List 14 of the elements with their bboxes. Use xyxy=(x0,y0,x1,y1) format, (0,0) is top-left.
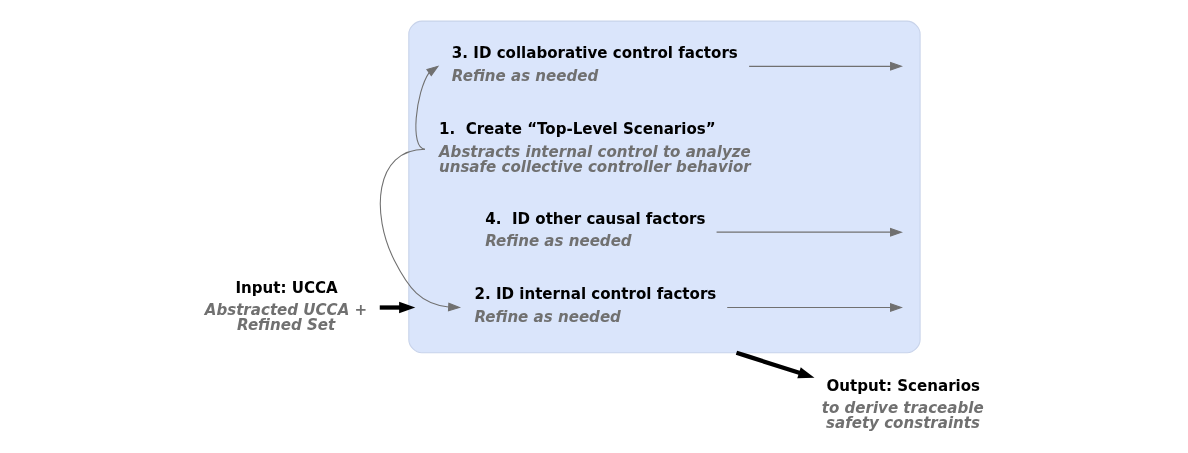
node-text: 4. ID other causal factors Refine as needed xyxy=(485,209,706,251)
arrow xyxy=(748,61,903,71)
arrow xyxy=(415,65,440,150)
node-text: 3. ID collaborative control factors Refine as needed xyxy=(451,43,738,85)
arrow xyxy=(726,303,903,313)
arrow xyxy=(735,350,815,379)
cluster xyxy=(408,20,921,354)
node-text: Input: UCCA Abstracted UCCA + Refined Set xyxy=(204,278,368,335)
node-text: Output: Scenarios to derive traceable safety constraints xyxy=(821,376,984,433)
arrow xyxy=(379,148,462,312)
node-text: 2. ID internal control factors Refine as needed xyxy=(474,285,717,326)
arrow xyxy=(716,227,903,237)
node-text: 1. Create “Top-Level Scenarios” Abstracts internal control to analyze unsafe collective controller behavior xyxy=(438,120,751,177)
arrow xyxy=(379,301,416,314)
